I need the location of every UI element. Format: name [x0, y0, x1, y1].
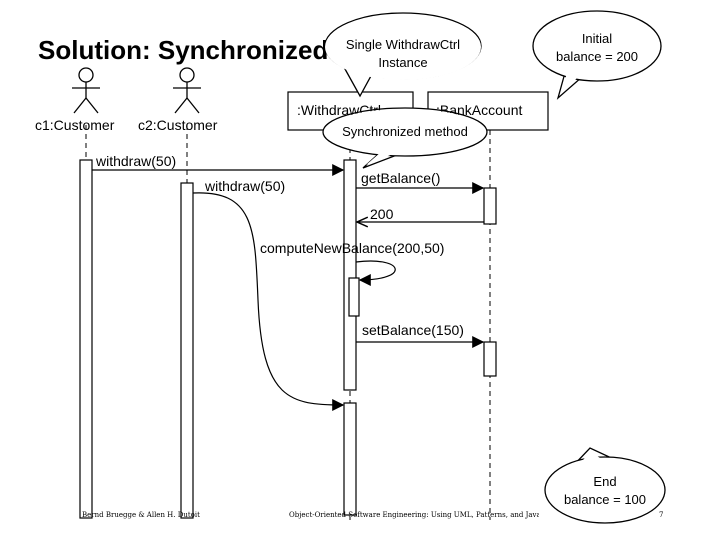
callout-initial-line1: Initial	[581, 31, 613, 46]
actor-c2-figure	[173, 67, 201, 114]
callout-single-ctrl: Single WithdrawCtrl Instance	[325, 14, 481, 80]
footer-page: 7	[659, 511, 664, 519]
message-label-getbalance: getBalance()	[361, 170, 441, 186]
activation-bank-get	[483, 187, 497, 225]
callout-single-ctrl-line1: Single WithdrawCtrl	[345, 37, 461, 52]
message-label-return-200: 200	[370, 206, 394, 222]
callout-end-line2: balance = 100	[563, 492, 647, 507]
callout-sync: Synchronized method	[324, 109, 486, 155]
footer-authors: Bernd Bruegge & Allen H. Dutoit	[82, 511, 200, 519]
activation-bank-set	[483, 341, 497, 377]
message-label-withdraw-c2: withdraw(50)	[205, 178, 286, 194]
callout-sync-text: Synchronized method	[342, 124, 468, 139]
actor-label-c2: c2:Customer	[138, 117, 218, 133]
actor-label-c1: c1:Customer	[35, 117, 115, 133]
activation-c1	[79, 159, 93, 519]
callout-initial-line2: balance = 200	[555, 49, 639, 64]
activation-ctrl-2	[343, 402, 357, 516]
footer-book: Object-Oriented Software Engineering: Us…	[289, 511, 539, 519]
message-label-withdraw-c1: withdraw(50)	[96, 153, 177, 169]
message-label-setbalance: setBalance(150)	[362, 322, 464, 338]
callout-single-ctrl-line2: Instance	[378, 55, 428, 70]
actor-c1-figure	[72, 67, 100, 114]
message-arrow-withdraw-c2	[192, 192, 345, 411]
message-arrow-computenewbalance	[355, 260, 396, 286]
activation-ctrl-self	[348, 277, 360, 317]
callout-end-line1: End	[593, 474, 617, 489]
message-label-computenewbalance: computeNewBalance(200,50)	[260, 240, 445, 256]
callout-end: End balance = 100	[546, 458, 664, 522]
callout-initial: Initial balance = 200	[534, 12, 660, 80]
activation-ctrl-1	[343, 159, 357, 391]
activation-c2	[180, 182, 194, 519]
